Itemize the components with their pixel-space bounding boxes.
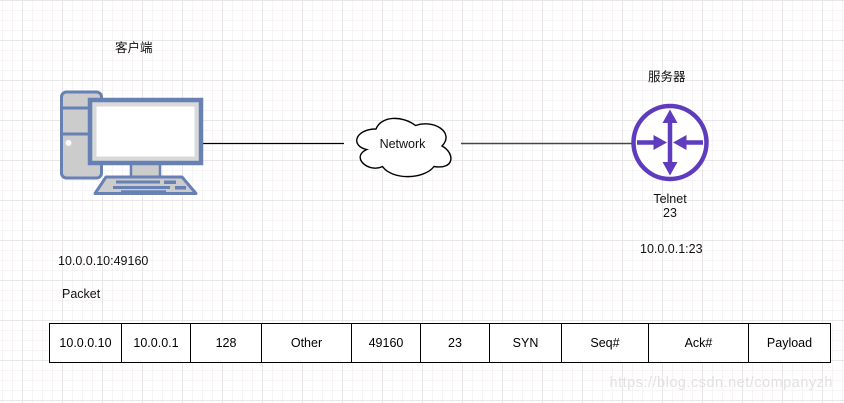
packet-cell-other: Other bbox=[262, 324, 352, 362]
packet-cell-dest-port: 23 bbox=[421, 324, 490, 362]
packet-cell-dest-ip: 10.0.0.1 bbox=[122, 324, 191, 362]
watermark: https://blog.csdn.net/companyzh bbox=[609, 375, 833, 391]
desktop-computer-icon bbox=[60, 90, 204, 195]
server-label: 服务器 bbox=[648, 70, 686, 84]
packet-label: Packet bbox=[62, 287, 101, 301]
service-label-block: Telnet 23 bbox=[635, 192, 705, 220]
service-name: Telnet bbox=[653, 192, 687, 206]
service-port: 23 bbox=[663, 205, 677, 220]
packet-cell-ttl: 128 bbox=[191, 324, 262, 362]
router-icon bbox=[631, 103, 709, 182]
packet-cell-syn-flag: SYN bbox=[490, 324, 562, 362]
client-label: 客户端 bbox=[115, 41, 153, 55]
cloud-icon bbox=[356, 117, 452, 178]
server-address: 10.0.0.1:23 bbox=[640, 242, 703, 256]
packet-cell-ack: Ack# bbox=[649, 324, 749, 362]
packet-cell-payload: Payload bbox=[766, 336, 813, 350]
client-address: 10.0.0.10:49160 bbox=[58, 254, 149, 268]
packet-cell-seq: Seq# bbox=[562, 324, 649, 362]
packet-table: 10.0.0.10 10.0.0.1 128 Other 49160 23 SY… bbox=[49, 323, 831, 363]
packet-cell-source-port: 49160 bbox=[352, 324, 421, 362]
network-label: Network bbox=[379, 137, 426, 151]
packet-cell-source-ip: 10.0.0.10 bbox=[50, 324, 122, 362]
